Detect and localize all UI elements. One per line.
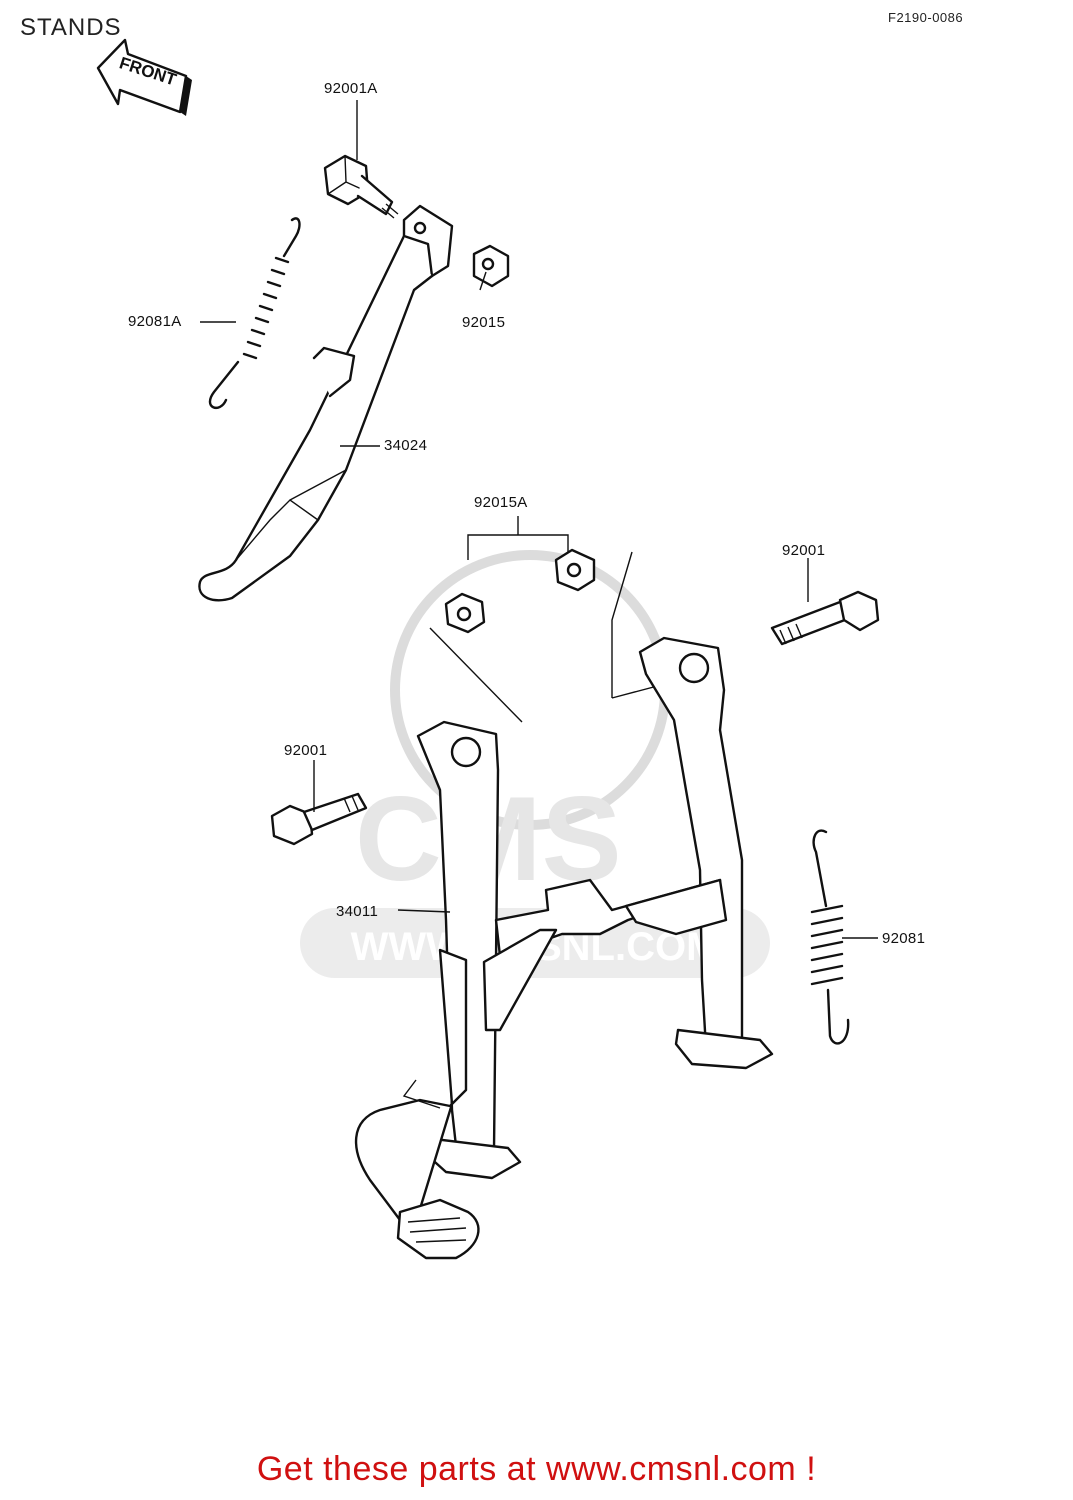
part-label-92081: 92081 <box>882 930 926 947</box>
page-title: STANDS <box>20 14 122 41</box>
nuts-92015a-icon <box>444 516 596 634</box>
part-label-92081a: 92081A <box>128 313 182 330</box>
part-label-92001-left: 92001 <box>284 742 328 759</box>
center-stand-34011-icon <box>355 636 774 1260</box>
part-label-34011: 34011 <box>336 903 379 920</box>
leader-lines <box>200 100 878 939</box>
part-label-92001-right: 92001 <box>782 542 826 559</box>
nut-92015-icon <box>472 244 510 288</box>
part-label-92001a: 92001A <box>324 80 378 97</box>
diagram-code: F2190-0086 <box>888 10 964 25</box>
part-label-34024: 34024 <box>384 437 428 454</box>
part-label-92015a: 92015A <box>474 494 528 511</box>
bolt-92001-right-icon <box>770 590 880 646</box>
bolt-92001-left-icon <box>270 792 368 846</box>
front-arrow-icon: FRONT <box>96 38 192 116</box>
bolt-92001a-icon <box>323 154 399 219</box>
spring-92081a-icon <box>208 217 301 410</box>
footer-link-text[interactable]: Get these parts at www.cmsnl.com ! <box>256 1450 817 1488</box>
part-label-92015: 92015 <box>462 314 506 331</box>
side-stand-34024-icon <box>198 204 454 602</box>
spring-92081-icon <box>810 829 850 1045</box>
